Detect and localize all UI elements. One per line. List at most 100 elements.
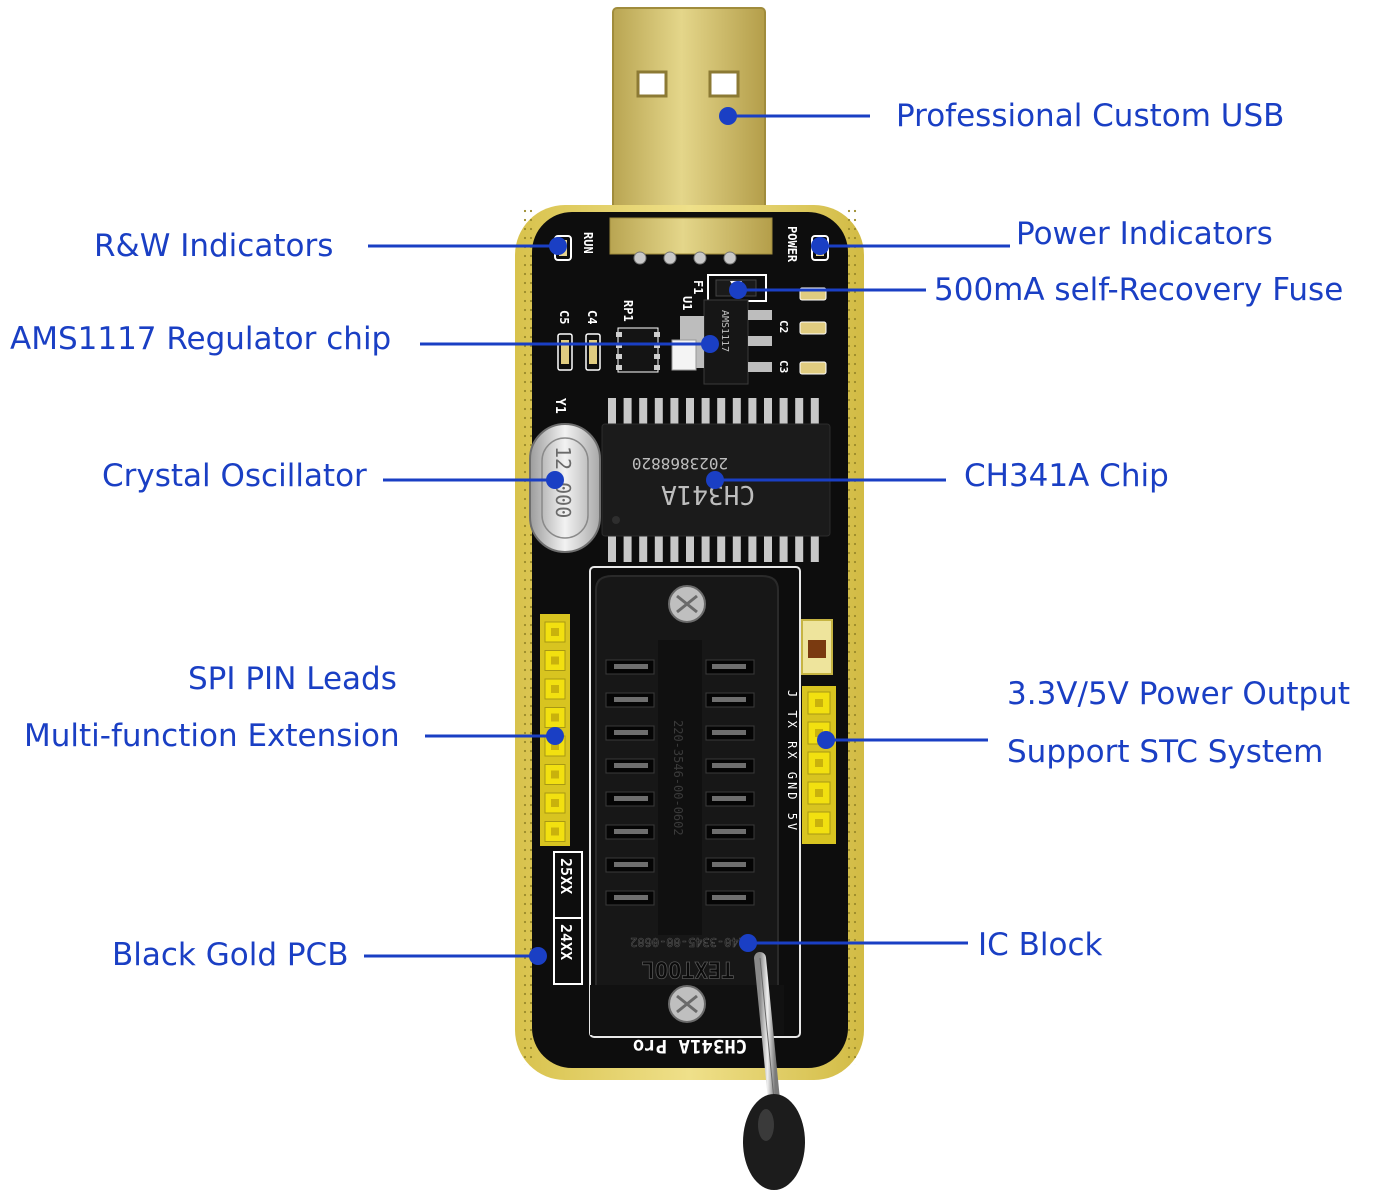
spi-pin-hole (551, 685, 559, 693)
f1-silkscreen: F1 (691, 280, 705, 294)
chip-pin (686, 534, 694, 562)
callout-regulator: AMS1117 Regulator chip (10, 321, 392, 357)
chip-pin (639, 398, 648, 426)
spi-pin-header (540, 614, 570, 846)
callout-rw-indicators: R&W Indicators (94, 228, 334, 264)
c4-silkscreen: C4 (585, 310, 599, 324)
chip-pin (670, 398, 679, 426)
chip-pin (810, 534, 819, 562)
ext-pin-hole (815, 759, 823, 767)
socket-contact (614, 763, 648, 768)
callout-power-output: 3.3V/5V Power Output (1007, 676, 1350, 712)
c3-silkscreen: C3 (777, 360, 790, 373)
smd-capacitors-left (557, 333, 601, 371)
leader-crystal (383, 471, 564, 489)
c2-silkscreen: C2 (777, 320, 790, 333)
crystal-oscillator (529, 423, 601, 553)
chip-type-labels (553, 851, 583, 985)
leader-power (811, 237, 1010, 255)
ext-pin-hole (815, 699, 823, 707)
chip-pin (779, 398, 788, 426)
chip-pin (764, 398, 772, 426)
socket-contact (712, 697, 746, 702)
spi-pin-hole (551, 770, 559, 779)
spi-pin-hole (551, 742, 559, 750)
socket-contact (712, 730, 746, 735)
socket-contact (712, 829, 746, 834)
jumper-pin-labels: J TX RX GND 5V (785, 690, 799, 833)
leader-fuse (729, 281, 926, 299)
socket-contact (614, 862, 648, 867)
callout-fuse: 500mA self-Recovery Fuse (934, 272, 1344, 308)
leader-rw (368, 237, 567, 255)
u1-silkscreen: U1 (680, 296, 694, 310)
ext-pin-hole (815, 789, 823, 797)
chip-pin (654, 534, 663, 562)
socket-contact (712, 895, 746, 900)
chip-pin (779, 534, 788, 562)
chip-pin (701, 534, 710, 562)
spi-pin-hole (551, 827, 559, 836)
socket-contact (712, 862, 746, 867)
c5-silkscreen: C5 (557, 310, 571, 324)
chip-pin (623, 398, 632, 426)
callout-ic-block: IC Block (978, 927, 1103, 963)
leader-spi (425, 727, 564, 745)
chip-pin (623, 534, 632, 562)
chip-pin (795, 534, 804, 562)
leader-ch341a (706, 471, 946, 489)
ext-pin-hole (815, 819, 823, 827)
ext-pin-hole (815, 729, 823, 737)
rp1-silkscreen: RP1 (621, 300, 635, 322)
chip-pin (608, 398, 616, 426)
socket-contact (712, 664, 746, 669)
callout-spi-leads: SPI PIN Leads (188, 661, 397, 697)
leader-ic-block (739, 934, 968, 952)
socket-contact (614, 796, 648, 801)
chip-pin (717, 534, 726, 562)
chip-pin (764, 534, 772, 562)
zif-socket (590, 575, 784, 1035)
callout-pcb: Black Gold PCB (112, 937, 349, 973)
spi-pin-hole (551, 713, 559, 722)
leader-regulator (420, 335, 719, 353)
run-silkscreen: RUN (581, 232, 595, 254)
chip-pin (654, 398, 663, 426)
spi-pin-hole (551, 799, 559, 807)
socket-contact (614, 664, 648, 669)
chip-pin (795, 398, 804, 426)
socket-contact (614, 895, 648, 900)
callout-stc: Support STC System (1007, 734, 1324, 770)
chip-pin (717, 398, 726, 426)
chip-pin (670, 534, 679, 562)
chip-pin (639, 534, 648, 562)
regulator-marking: AMS1117 (719, 310, 730, 352)
socket-contact (614, 829, 648, 834)
callout-crystal: Crystal Oscillator (102, 458, 367, 494)
callout-usb: Professional Custom USB (896, 98, 1285, 134)
chip-pin (686, 398, 694, 426)
chip-pin (732, 398, 741, 426)
chip-pin (701, 398, 710, 426)
leader-usb (719, 107, 870, 125)
board-name: CH341A Pro (633, 1035, 747, 1057)
socket-contact (712, 796, 746, 801)
extension-header (801, 619, 836, 844)
chip-pin (748, 534, 757, 562)
chip-pin (810, 398, 819, 426)
zif-lever (743, 952, 805, 1190)
spi-pin-hole (551, 656, 559, 665)
power-silkscreen: POWER (785, 226, 799, 263)
callout-extension: Multi-function Extension (24, 718, 400, 754)
callout-ch341a: CH341A Chip (964, 458, 1169, 494)
socket-contact (614, 697, 648, 702)
chip-24xx-label: 24XX (557, 924, 575, 960)
chip-pin (748, 398, 757, 426)
leader-pcb (364, 947, 547, 965)
socket-code: 240-3345-00-0602 (630, 935, 746, 949)
y1-silkscreen: Y1 (552, 398, 567, 414)
socket-contact (614, 730, 648, 735)
resistor-pack-rp1 (616, 327, 660, 373)
leader-power-output (817, 731, 988, 749)
